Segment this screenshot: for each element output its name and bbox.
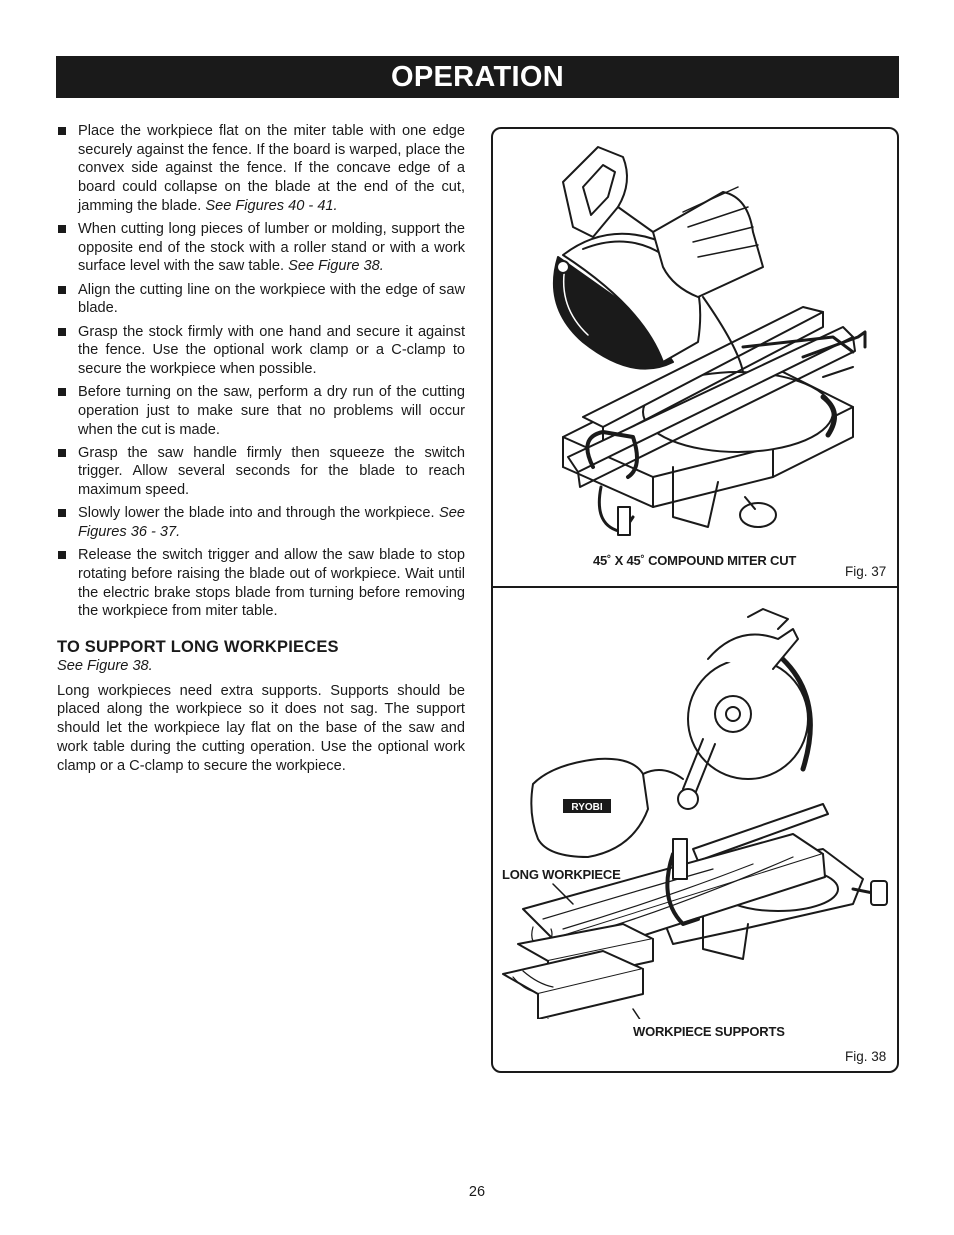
bullet-square-icon (58, 509, 66, 518)
figure-38-number: Fig. 38 (845, 1049, 887, 1064)
bullet-square-icon (58, 225, 66, 234)
instruction-item: Slowly lower the blade into and through … (57, 504, 465, 541)
bullet-square-icon (58, 127, 66, 135)
instruction-item: Before turning on the saw, perform a dry… (57, 383, 465, 439)
figure-37-number: Fig. 37 (845, 564, 887, 579)
instruction-item: When cutting long pieces of lumber or mo… (57, 220, 465, 276)
bullet-square-icon (58, 551, 66, 560)
long-workpiece-label: LONG WORKPIECE (502, 867, 621, 882)
page-number: 26 (468, 1184, 486, 1200)
figure-divider (493, 586, 897, 588)
left-column: Place the workpiece flat on the miter ta… (57, 122, 465, 775)
instruction-item: Grasp the stock firmly with one hand and… (57, 323, 465, 379)
bullet-square-icon (58, 327, 66, 336)
figure-panel: 45˚ X 45˚ COMPOUND MITER CUT Fig. 37 RYO… (491, 127, 899, 1073)
instruction-list: Place the workpiece flat on the miter ta… (57, 122, 465, 621)
section-header-banner: OPERATION (56, 56, 899, 98)
brand-logo-text: RYOBI (571, 802, 603, 813)
section-title: OPERATION (391, 60, 564, 93)
support-paragraph: Long workpieces need extra supports. Sup… (57, 682, 465, 774)
instruction-item: Release the switch trigger and allow the… (57, 546, 465, 621)
compound-miter-cut-illustration (552, 146, 867, 536)
instruction-item: Place the workpiece flat on the miter ta… (57, 122, 465, 216)
support-figure-reference: See Figure 38. (57, 658, 153, 675)
workpiece-supports-label: WORKPIECE SUPPORTS (633, 1024, 785, 1039)
bullet-square-icon (58, 448, 66, 457)
instruction-item: Grasp the saw handle firmly then squeeze… (57, 444, 465, 500)
bullet-square-icon (58, 388, 66, 397)
bullet-square-icon (58, 285, 66, 294)
support-section-heading: TO SUPPORT LONG WORKPIECES (57, 638, 339, 657)
long-workpiece-support-illustration: RYOBI (502, 608, 888, 1019)
instruction-item: Align the cutting line on the workpiece … (57, 281, 465, 318)
figure-37-caption: 45˚ X 45˚ COMPOUND MITER CUT (593, 553, 797, 568)
